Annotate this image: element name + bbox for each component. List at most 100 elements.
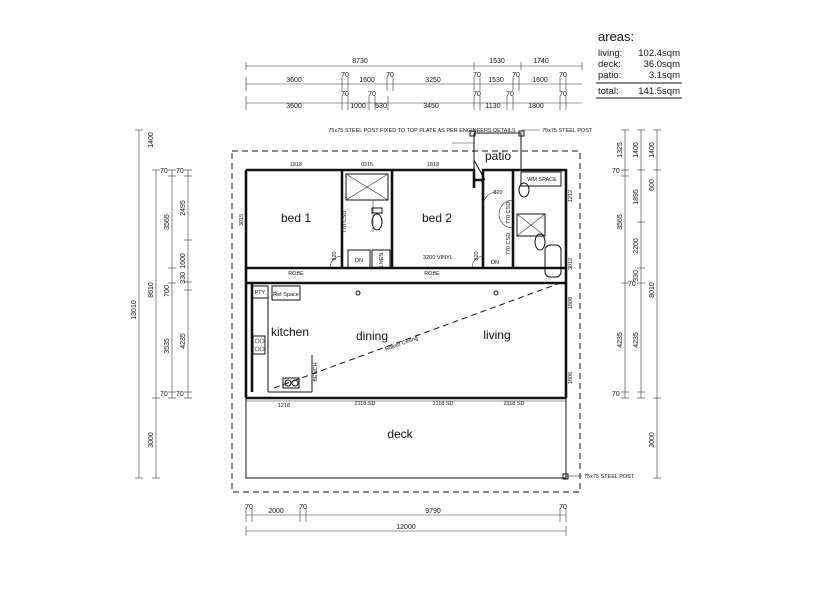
dim-top-8730: 8730 [352,58,368,65]
dim-right-600: 600 [649,179,656,191]
label-steel-post-bottom: 75x75 STEEL POST [584,474,635,480]
label-csd-1: 770 CSD [342,211,348,233]
area-label-patio: patio: [598,70,621,81]
area-value-total: 141.5sqm [638,86,680,97]
area-label-deck: deck: [598,59,621,70]
area-value-patio: 3.1sqm [649,70,680,81]
dim-top-r2-3600: 3600 [286,77,302,84]
dim-right-1400b: 1400 [649,142,656,158]
house-walls [244,130,569,480]
area-value-living: 102.4sqm [638,48,680,59]
label-w1818-b: 1818 [427,162,439,168]
dim-left-13010: 13010 [131,300,138,320]
dim-bottom-2000: 2000 [268,508,284,515]
label-ref-space: Ref Space [273,292,299,298]
label-w820-top: 820 [493,190,502,196]
dim-bottom-9790: 9790 [425,508,441,515]
room-bed2: bed 2 [422,211,452,225]
dim-top-r3-3450: 3450 [423,103,439,110]
dim-top-r2-70b: 70 [386,72,394,79]
room-patio: patio [485,149,511,163]
room-bed1: bed 1 [281,211,311,225]
dim-top-r3-70e: 70 [559,91,567,98]
dim-left-8610: 8610 [148,282,155,298]
dim-top-r2-1600b: 1600 [532,77,548,84]
dim-top-r2-70d: 70 [512,72,520,79]
areas-heading: areas: [598,29,634,44]
label-w3012: 3012 [568,258,574,270]
label-sd-2: 2118 SD [433,401,454,407]
label-w1212: 1212 [568,190,574,202]
room-living: living [483,328,510,342]
annotations: ROBE ROBE DN DN LNEN WM SPACE PTY Ref Sp… [239,128,635,480]
label-wm-space: WM SPACE [527,177,557,183]
label-sd-3: 2118 SD [504,401,525,407]
dim-top-r2-70e: 70 [559,72,567,79]
raked-ceiling-line [273,281,564,389]
left-dimensions: 13010 1400 8610 3000 3565 3535 700 2495 … [131,129,192,479]
dim-top-r2-3250: 3250 [425,77,441,84]
label-w0315: 0315 [361,162,373,168]
dim-left-3000: 3000 [148,432,155,448]
dim-left-tick-70c: 70 [160,391,168,398]
dim-bottom-12000: 12000 [396,524,416,531]
dim-right-8010: 8010 [649,282,656,298]
dim-top-r2-1600: 1600 [359,77,375,84]
dim-top-r3-70b: 70 [368,91,376,98]
label-lnen: LNEN [379,253,385,268]
label-w1218: 1218 [278,403,290,409]
dim-left-tick-70a: 70 [160,168,168,175]
dim-left-1600: 1600 [180,253,187,269]
label-vinyl: 3200 VINYL [423,255,453,261]
dim-top-r2-1530: 1530 [488,77,504,84]
dim-right-3565: 3565 [617,214,624,230]
dim-top-r3-70a: 70 [341,91,349,98]
dim-right-1400: 1400 [633,142,640,158]
label-sd-1: 2118 SD [355,401,376,407]
dim-left-1400: 1400 [148,132,155,148]
areas-table: areas: living: 102.4sqm deck: 36.0sqm pa… [596,29,682,99]
label-dn-2: DN [491,260,499,266]
dim-left-4235: 4235 [180,333,187,349]
steel-post-note-text: 75x75 STEEL POST FIXED TO TOP PLATE AS P… [328,128,516,134]
dim-right-tick-70b: 70 [612,391,620,398]
dim-top-r3-530: 530 [375,103,387,110]
dim-left-700: 700 [164,285,171,297]
label-w820-b: 820 [474,251,480,260]
label-csd-3: 770 CSD [506,233,512,255]
dim-right-tick-70a: 70 [612,168,620,175]
roof-outline [231,150,581,493]
dim-top-1530: 1530 [489,58,505,65]
area-value-deck: 36.0sqm [644,59,681,70]
dim-top-r3-70d: 70 [506,91,514,98]
dim-bottom-70b: 70 [299,504,307,511]
dim-right-tick-70c: 70 [628,281,636,288]
dim-top-r3-1800: 1800 [528,103,544,110]
label-w820-a: 820 [332,251,338,260]
dim-right-2200: 2200 [633,238,640,254]
top-dimensions: 8730 1530 1740 3600 70 1600 70 3250 70 1… [245,58,583,110]
dim-top-1740: 1740 [533,58,549,65]
room-dining: dining [356,329,388,343]
room-deck: deck [387,427,413,441]
label-bench: BENCH [313,362,319,381]
bottom-dimensions: 70 2000 70 9790 70 12000 [245,504,567,536]
area-label-living: living: [598,48,622,59]
dim-right-330: 330 [633,270,640,282]
label-robe-1: ROBE [288,271,304,277]
dim-top-r3-3600: 3600 [286,103,302,110]
dim-left-3565: 3565 [164,214,171,230]
dim-left-2495: 2495 [180,200,187,216]
dim-left-3535: 3535 [164,338,171,354]
label-robe-2: ROBE [424,271,440,277]
label-steel-post-top: 75x75 STEEL POST [542,128,593,134]
dim-right-1895: 1895 [633,189,640,205]
dim-bottom-70a: 70 [245,504,253,511]
label-w1806: 1806 [568,372,574,384]
label-w1818-a: 1818 [290,162,302,168]
dim-top-r2-70a: 70 [341,72,349,79]
dim-right-4235: 4235 [617,332,624,348]
dim-top-r3-70c: 70 [473,91,481,98]
dim-top-r3-1000: 1000 [350,103,366,110]
